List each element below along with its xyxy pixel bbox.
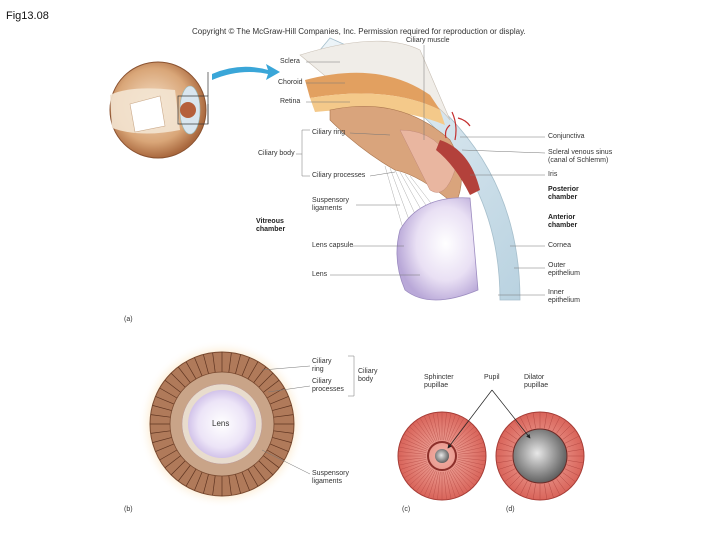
ciliary-body-front-view: [138, 340, 306, 508]
label-sclera: Sclera: [280, 58, 300, 65]
panel-cd-pointers: [447, 389, 531, 449]
label-lens: Lens: [312, 271, 328, 278]
eye-cross-section: [299, 37, 521, 301]
panel-b-tag: (b): [124, 506, 133, 513]
panel-a-tag: (a): [124, 316, 133, 323]
panel-b-leader-lines: [261, 355, 355, 475]
label-iris: Iris: [548, 171, 558, 178]
label-choroid: Choroid: [278, 79, 303, 86]
magnify-arrow-icon: [212, 64, 280, 80]
panel-d-tag: (d): [506, 506, 515, 513]
label-scleral-venous-sinus: Scleral venous sinus(canal of Schlemm): [548, 149, 613, 164]
figure-label: Fig13.08: [6, 10, 49, 22]
iris-dilated-view: [495, 411, 585, 501]
label-conjunctiva: Conjunctiva: [548, 133, 585, 140]
label-pupil: Pupil: [484, 374, 500, 381]
iris-constricted-view: [397, 411, 487, 501]
copyright-notice: Copyright © The McGraw-Hill Companies, I…: [192, 27, 526, 36]
label-retina: Retina: [280, 98, 301, 105]
panel-a-leader-lines: [296, 45, 546, 296]
label-b-lens: Lens: [212, 419, 230, 428]
eyeball-overview-icon: [109, 61, 209, 159]
label-ciliary-ring: Ciliary ring: [312, 129, 346, 136]
label-ciliary-muscle: Ciliary muscle: [406, 37, 450, 44]
label-cornea: Cornea: [548, 242, 571, 249]
panel-c-tag: (c): [402, 506, 411, 513]
label-ciliary-processes: Ciliary processes: [312, 172, 366, 179]
label-lens-capsule: Lens capsule: [312, 242, 354, 249]
label-ciliary-body: Ciliary body: [258, 150, 295, 157]
